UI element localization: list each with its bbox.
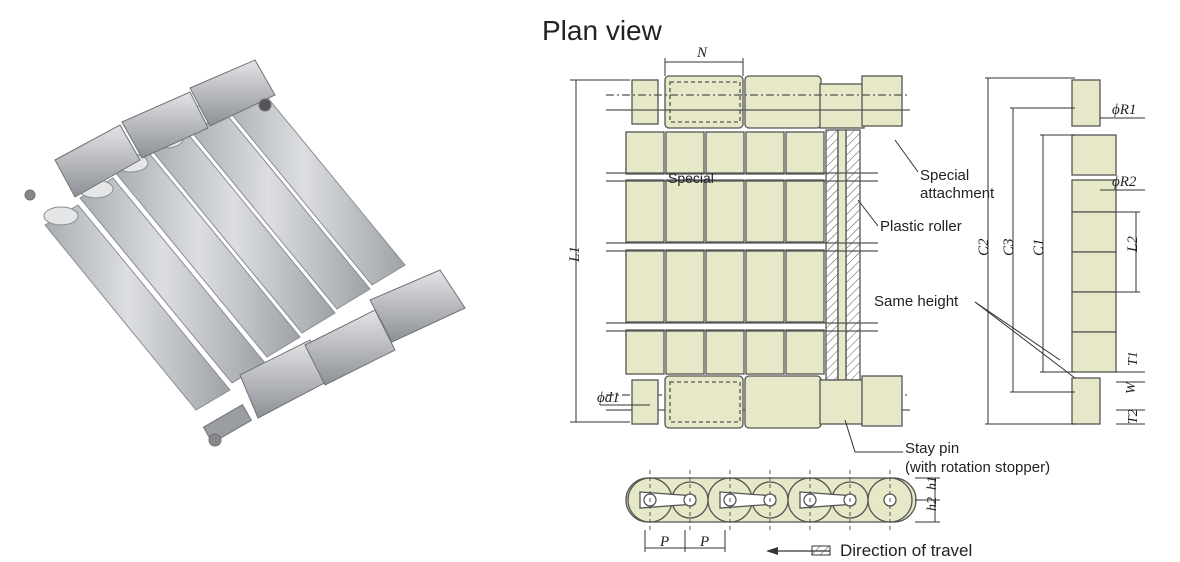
dim-T1-label: T1 bbox=[1126, 351, 1141, 366]
dim-L1-label: L1 bbox=[567, 246, 583, 263]
special-attachment-label-1: Special bbox=[920, 167, 969, 184]
special-label: Special bbox=[668, 170, 714, 186]
chain-dims bbox=[644, 477, 940, 552]
dim-N-label: N bbox=[696, 45, 708, 61]
dim-h2-label: h2 bbox=[925, 497, 940, 511]
plan-bottom-row bbox=[631, 375, 903, 429]
chain-profile bbox=[625, 477, 917, 523]
dim-P2-label: P bbox=[699, 534, 709, 550]
product-photo bbox=[24, 59, 466, 447]
photo-top-plates bbox=[54, 59, 276, 198]
dim-L2-label: L2 bbox=[1125, 236, 1141, 253]
dim-C2-label: C2 bbox=[976, 238, 992, 256]
dim-N bbox=[664, 58, 744, 76]
direction-arrow bbox=[766, 545, 831, 556]
dim-P1-label: P bbox=[659, 534, 669, 550]
stay-pin-label-2: (with rotation stopper) bbox=[905, 459, 1050, 476]
dim-C3-label: C3 bbox=[1001, 238, 1017, 256]
dim-C1-label: C1 bbox=[1031, 238, 1047, 256]
special-attachment-label-2: attachment bbox=[920, 185, 995, 202]
stay-pin-label-1: Stay pin bbox=[905, 440, 959, 457]
plan-top-row bbox=[631, 75, 903, 129]
side-view-dims bbox=[985, 77, 1145, 425]
chain-centerlines bbox=[649, 470, 891, 530]
direction-label: Direction of travel bbox=[840, 541, 972, 560]
dim-d1-label: ϕd1 bbox=[597, 390, 620, 406]
page-title: Plan view bbox=[542, 15, 663, 46]
plastic-roller-label: Plastic roller bbox=[880, 218, 962, 235]
plastic-roller-column bbox=[825, 129, 861, 381]
dim-R1-label: ϕR1 bbox=[1112, 102, 1136, 118]
dim-h1-label: h1 bbox=[925, 476, 940, 490]
dim-T2-label: T2 bbox=[1126, 409, 1141, 424]
dim-W-label: W bbox=[1124, 381, 1139, 394]
dim-L1 bbox=[570, 79, 630, 423]
photo-bottom-plates bbox=[24, 189, 466, 447]
plan-roller-grid bbox=[625, 131, 825, 375]
side-view bbox=[1071, 79, 1117, 425]
same-height-label: Same height bbox=[874, 293, 959, 310]
dim-R2-label: ϕR2 bbox=[1112, 174, 1137, 190]
photo-rollers bbox=[43, 79, 406, 411]
